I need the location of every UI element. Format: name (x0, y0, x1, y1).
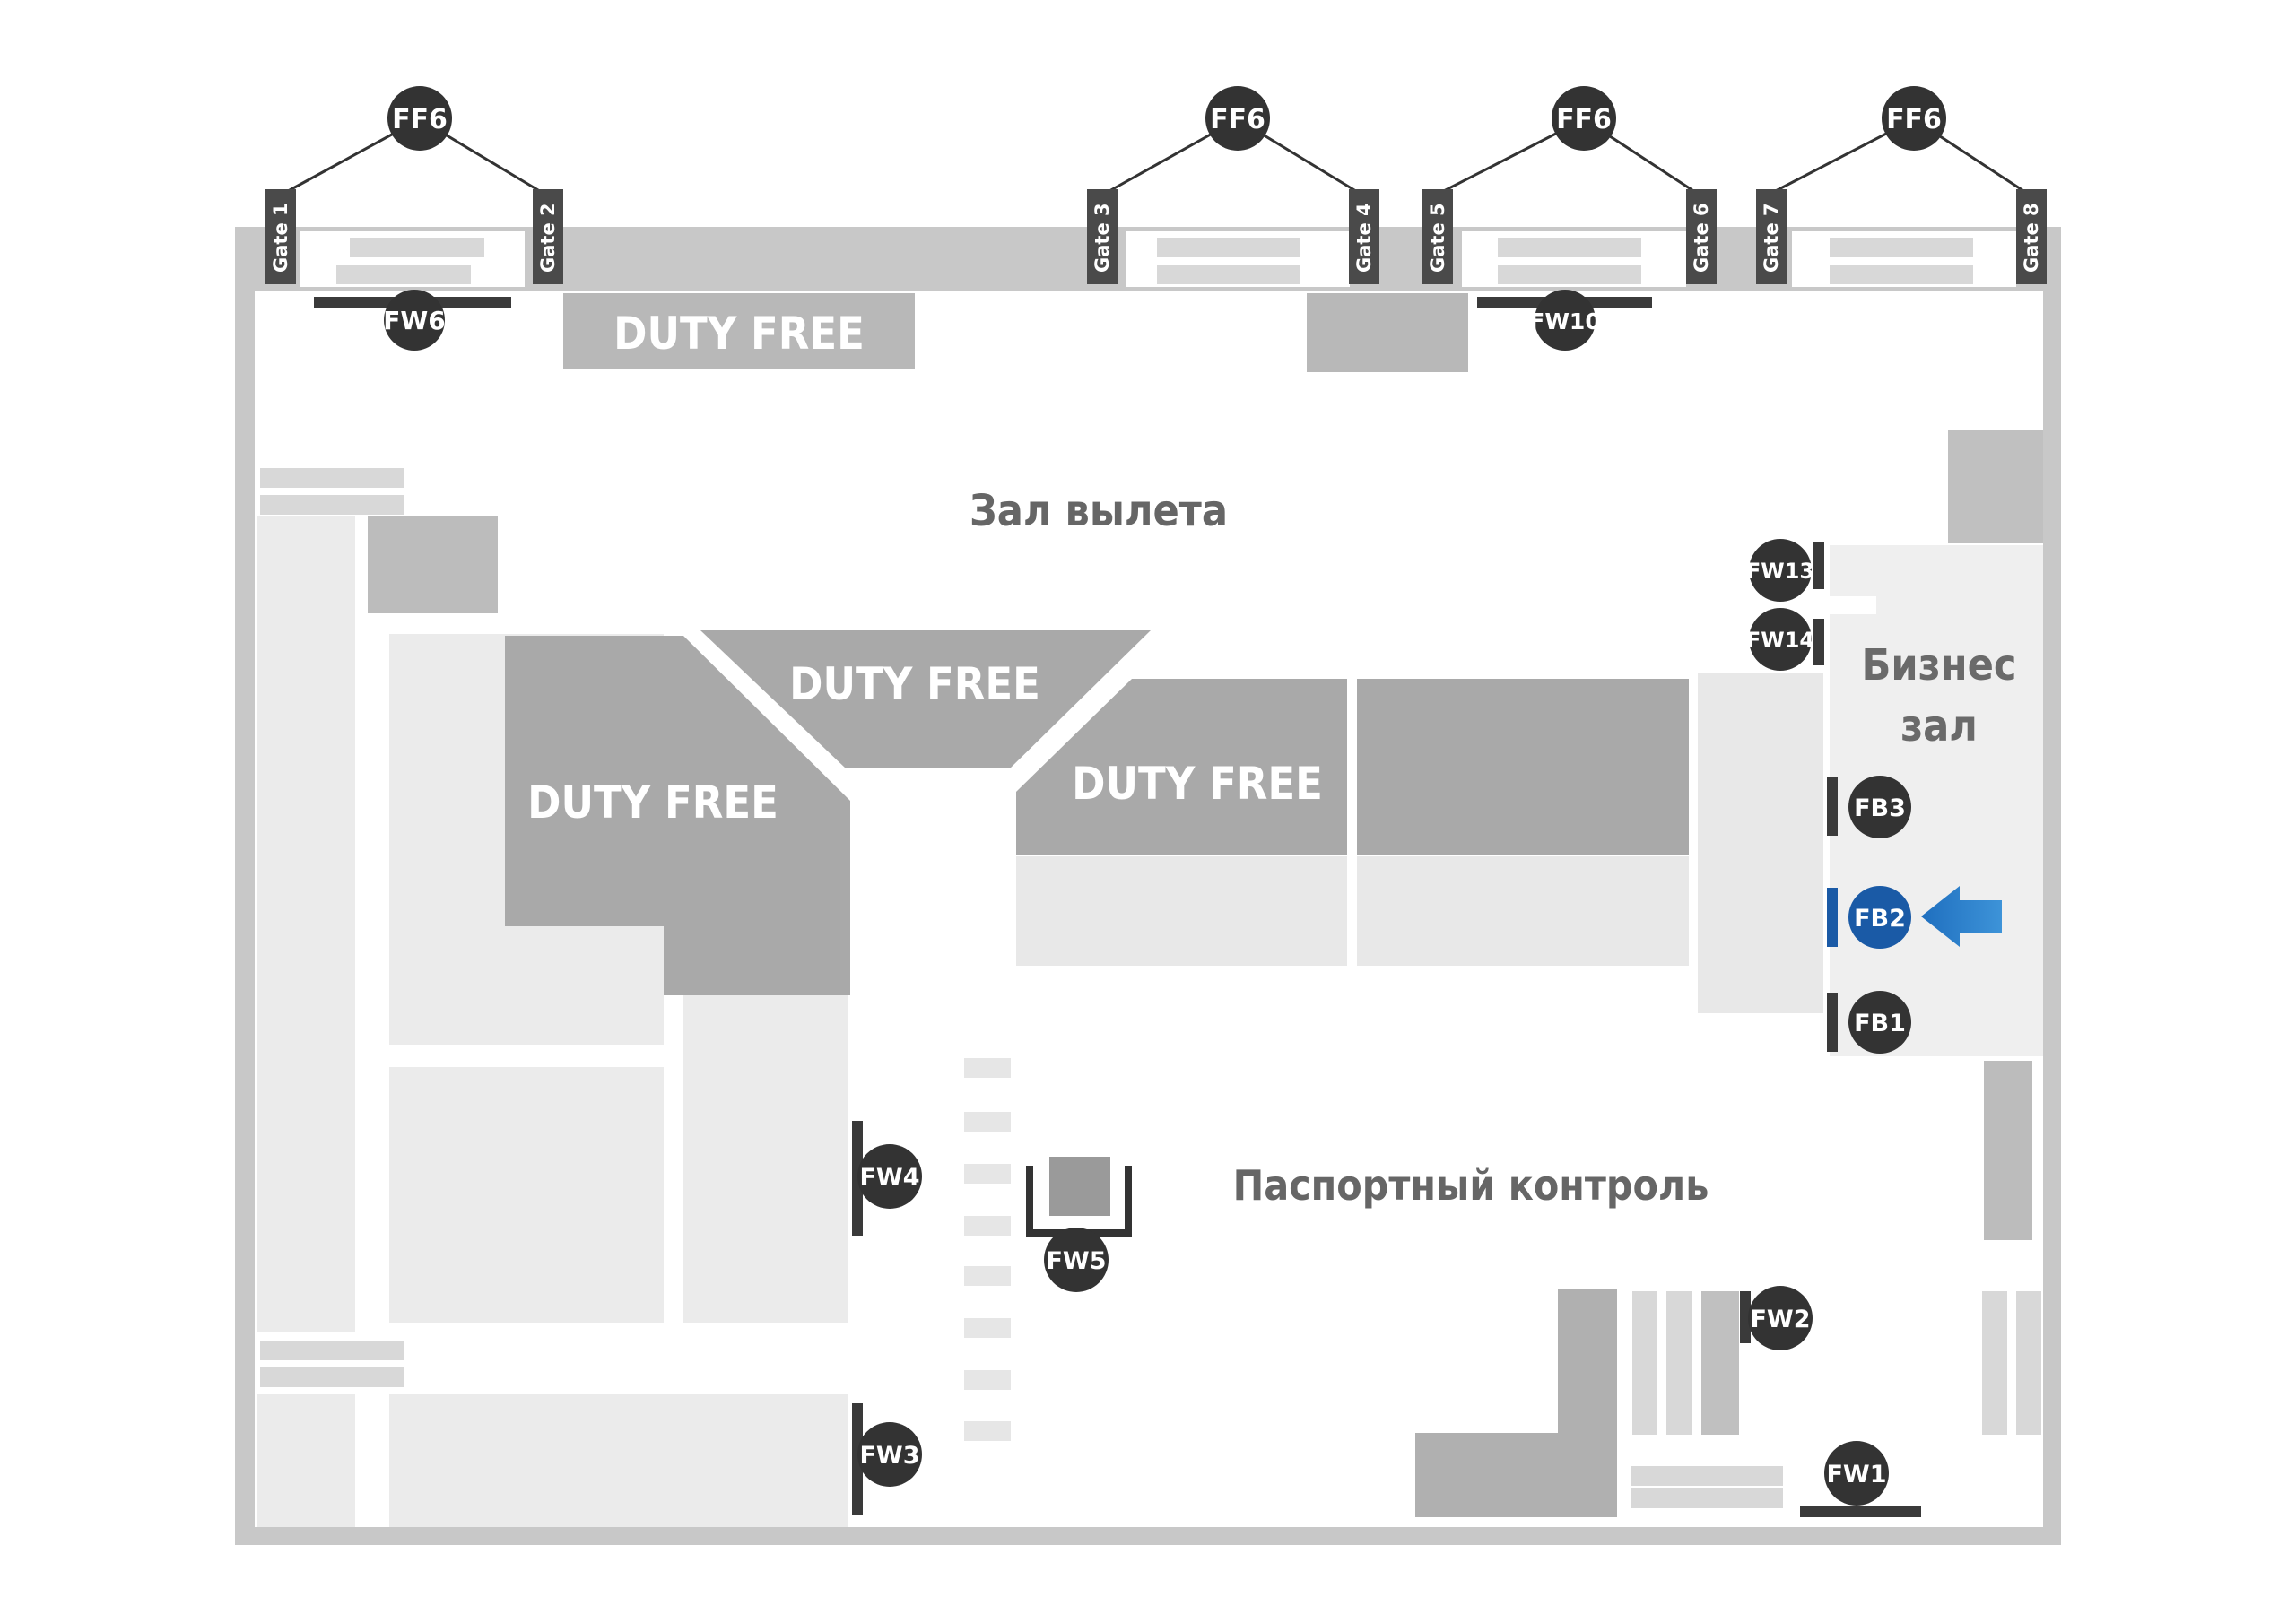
svg-text:FW1: FW1 (1826, 1461, 1886, 1488)
duty-free-right-label: DUTY FREE (1072, 758, 1323, 810)
left-block-3 (683, 994, 848, 1323)
shop-right-lower-a (1016, 856, 1347, 966)
shop-top-right (1307, 293, 1468, 372)
duty-free-right (1016, 679, 1347, 855)
marker-fw10[interactable]: FW10 (1529, 290, 1601, 351)
fb2-highlight-bar (1827, 888, 1838, 947)
duty-free-center-label: DUTY FREE (789, 658, 1040, 710)
marker-fw1[interactable]: FW1 (1824, 1441, 1889, 1506)
departure-hall-label: Зал вылета (970, 486, 1228, 536)
shop-right-lower-b (1357, 856, 1689, 966)
arrow-left-icon (1921, 886, 2002, 947)
gate-3-label: Gate 3 (1091, 203, 1113, 273)
bottom-l-block (1415, 1289, 1617, 1517)
svg-text:FW2: FW2 (1750, 1306, 1810, 1333)
gate-labels: Gate 1 Gate 2 Gate 3 Gate 4 Gate 5 Gate … (270, 203, 2042, 273)
left-shop-top (368, 516, 498, 613)
marker-fb2[interactable]: FB2 (1848, 886, 1911, 949)
svg-text:FW4: FW4 (859, 1164, 919, 1192)
marker-fb3[interactable]: FB3 (1848, 776, 1911, 838)
marker-fw6[interactable]: FW6 (383, 290, 446, 351)
passport-booths (964, 1058, 1011, 1441)
svg-text:FF6: FF6 (392, 104, 448, 135)
left-bottom-block-a (257, 1394, 355, 1527)
svg-text:FW14: FW14 (1746, 628, 1814, 653)
duty-free-center (700, 630, 1151, 768)
duty-free-top-label: DUTY FREE (613, 308, 865, 360)
marker-fw5[interactable]: FW5 (1044, 1228, 1109, 1292)
duty-free-left (505, 636, 850, 995)
svg-text:FW13: FW13 (1746, 559, 1814, 584)
gate-5-label: Gate 5 (1427, 203, 1448, 273)
svg-text:FF6: FF6 (1556, 104, 1612, 135)
left-bottom-block-b (389, 1394, 848, 1527)
lounge-door (1830, 596, 1876, 614)
svg-text:FW10: FW10 (1529, 308, 1600, 334)
marker-ff6-gates-7-8[interactable]: FF6 (1882, 86, 1946, 151)
gate-8-label: Gate 8 (2021, 203, 2042, 273)
gate-tags (265, 189, 2047, 284)
marker-fw3[interactable]: FW3 (857, 1422, 922, 1487)
marker-ff6-gates-3-4[interactable]: FF6 (1205, 86, 1270, 151)
wall-column-right (1948, 430, 2043, 543)
svg-text:FW5: FW5 (1046, 1247, 1106, 1275)
lounge-side-block (1698, 673, 1823, 1013)
area-labels: DUTY FREE DUTY FREE DUTY FREE DUTY FREE … (527, 308, 2016, 1210)
gate-1-label: Gate 1 (270, 203, 291, 273)
gate-4-label: Gate 4 (1353, 203, 1375, 273)
svg-text:FB3: FB3 (1854, 794, 1906, 822)
bottom-small-pillar (1701, 1291, 1739, 1435)
passport-control-label: Паспортный контроль (1233, 1161, 1709, 1210)
markers: FF6 FF6 FF6 FF6 FW6 FW10 FW13 FW14 (383, 86, 1946, 1506)
stair-hints (260, 238, 2041, 1508)
gate-connector-lines (279, 117, 2031, 197)
right-wall-pillar (1984, 1061, 2032, 1240)
marker-fw4[interactable]: FW4 (857, 1144, 922, 1209)
marker-fw13[interactable]: FW13 (1746, 539, 1814, 602)
left-corridor-block (257, 516, 355, 1332)
shop-right-large (1357, 679, 1689, 855)
svg-text:FW3: FW3 (859, 1442, 919, 1470)
svg-text:FW6: FW6 (383, 306, 446, 335)
marker-fw2[interactable]: FW2 (1748, 1286, 1813, 1350)
gate-2-label: Gate 2 (537, 203, 559, 273)
business-lounge-label-2: зал (1900, 701, 1978, 751)
svg-text:FB2: FB2 (1854, 905, 1906, 933)
svg-text:FF6: FF6 (1886, 104, 1942, 135)
duty-free-left-label: DUTY FREE (527, 777, 778, 829)
marker-ff6-gates-5-6[interactable]: FF6 (1552, 86, 1616, 151)
business-lounge-label-1: Бизнес (1862, 640, 2017, 690)
svg-text:FB1: FB1 (1854, 1010, 1906, 1037)
marker-ff6-gates-1-2[interactable]: FF6 (387, 86, 452, 151)
marker-fb1[interactable]: FB1 (1848, 991, 1911, 1054)
gate-6-label: Gate 6 (1691, 203, 1712, 273)
marker-fw14[interactable]: FW14 (1746, 608, 1814, 671)
svg-text:FF6: FF6 (1210, 104, 1265, 135)
duty-free-top (563, 293, 915, 369)
left-block-2 (389, 1067, 664, 1323)
gate-7-label: Gate 7 (1761, 203, 1782, 273)
